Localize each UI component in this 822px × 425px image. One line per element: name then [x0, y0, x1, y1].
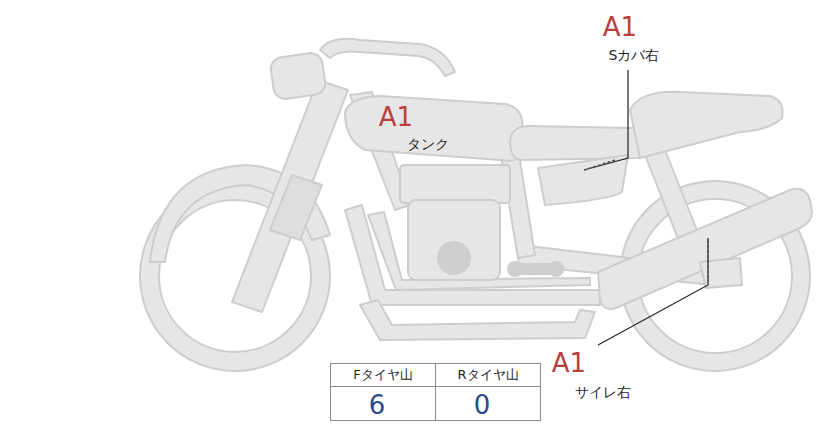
muffler-end: [700, 258, 742, 288]
part-name: サイレ右: [575, 385, 631, 400]
peg-end: [508, 262, 522, 276]
callout-code: A1: [603, 13, 637, 42]
table-border: [331, 364, 541, 421]
side-cover: [538, 155, 628, 205]
leader-line: [598, 238, 708, 345]
peg-end: [549, 262, 563, 276]
table-value: 0: [474, 391, 491, 420]
muffler: [598, 189, 812, 309]
part-name: タンク: [407, 137, 449, 152]
callout-code: A1: [379, 103, 413, 132]
part-name: Sカバ右: [609, 48, 660, 63]
crankcase-cover: [438, 242, 470, 274]
fork-cover: [270, 175, 322, 240]
table-header: Fタイヤ山: [353, 368, 412, 382]
seat: [510, 126, 640, 160]
engine-block: [408, 200, 500, 280]
exhaust-pipe: [360, 300, 595, 340]
table-header: Rタイヤ山: [457, 368, 518, 382]
front-fender: [150, 165, 330, 262]
front-fork: [232, 80, 348, 312]
handlebar: [320, 39, 455, 76]
headlight: [269, 52, 326, 101]
table-rule: [435, 363, 436, 421]
callout-code: A1: [552, 349, 586, 378]
leader-dash: [707, 240, 709, 282]
fuel-tank: [345, 96, 522, 161]
leader-line: [584, 70, 628, 170]
engine-head: [400, 165, 510, 203]
table-value: 6: [369, 391, 386, 420]
tail-cowl: [630, 92, 783, 158]
leader-dash: [584, 160, 615, 170]
